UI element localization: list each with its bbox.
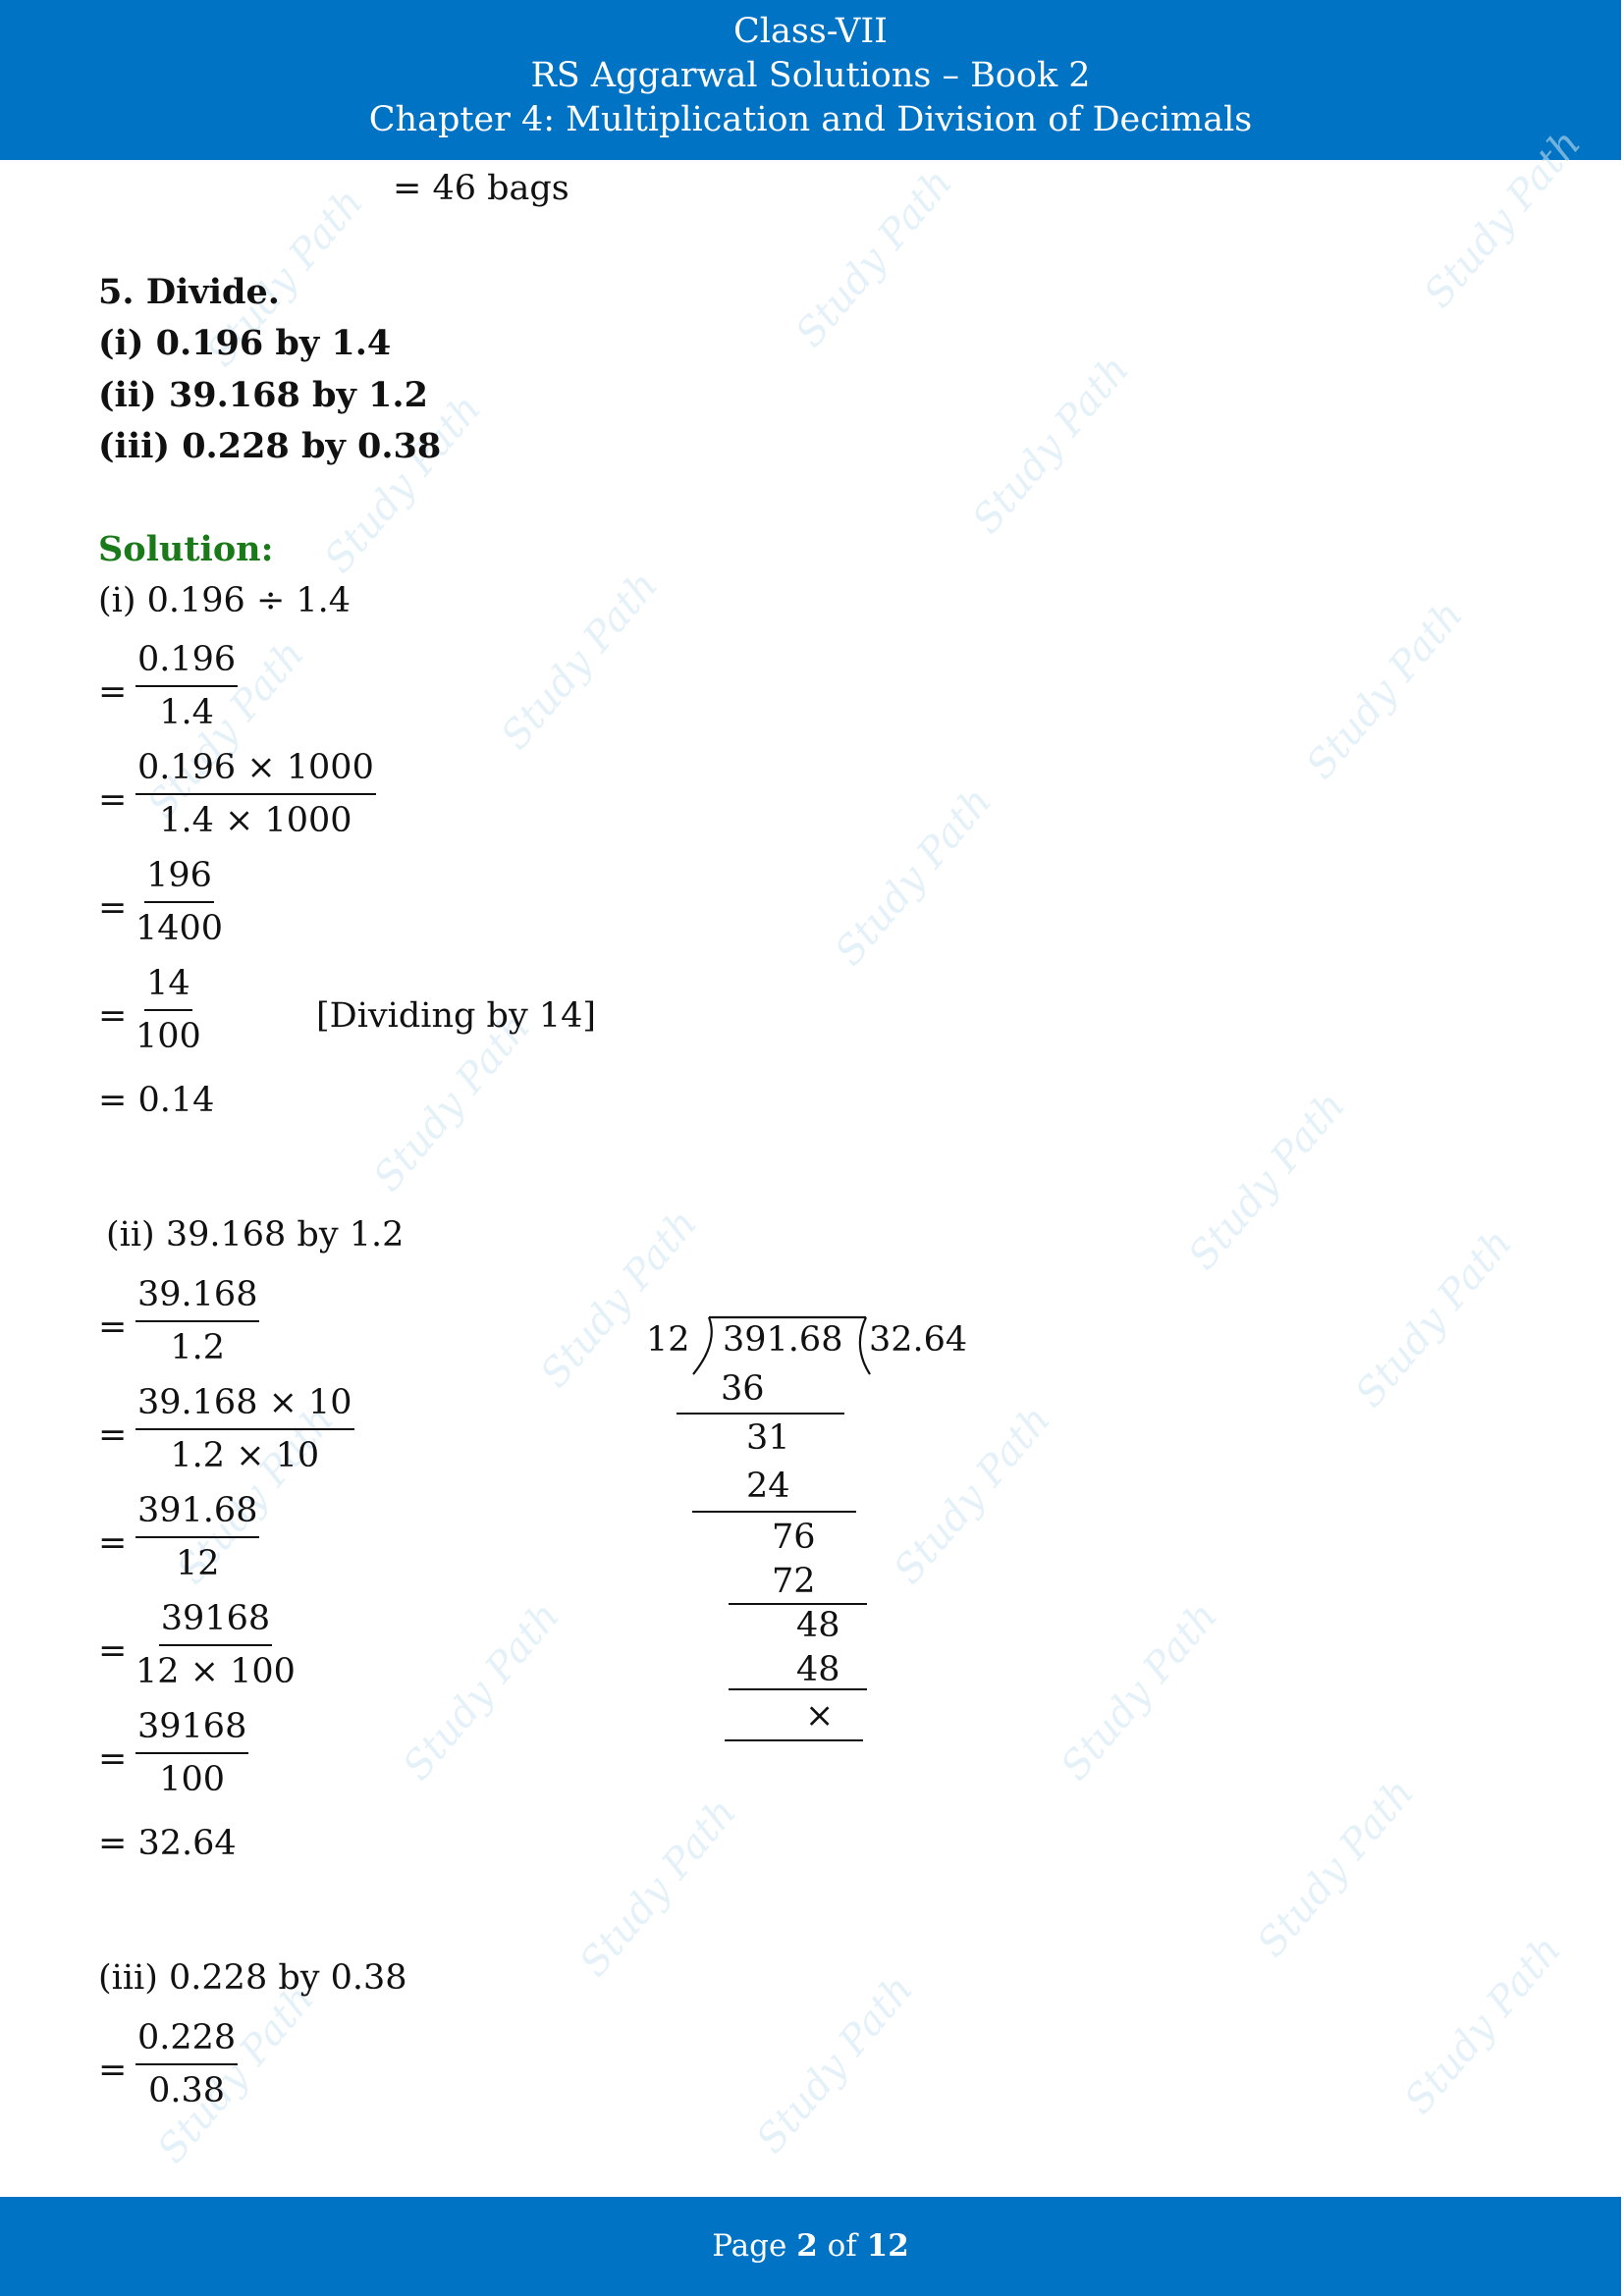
numerator: 14 — [144, 962, 192, 1011]
numerator: 0.228 — [135, 2016, 239, 2065]
long-division-dividend: 391.68 — [723, 1320, 843, 1360]
fraction: 39168 100 — [135, 1705, 249, 1801]
page-of-label: of — [817, 2228, 867, 2264]
header-class: Class-VII — [733, 12, 888, 51]
long-division-rule — [729, 1688, 867, 1690]
denominator: 100 — [135, 1017, 201, 1056]
solution-label: Solution: — [98, 529, 274, 569]
equals-sign: = — [98, 996, 128, 1036]
watermark: Study Path — [492, 562, 668, 759]
watermark: Study Path — [826, 778, 1001, 975]
part-iii-heading: (iii) 0.228 by 0.38 — [98, 1958, 407, 1998]
carryover-result: = 46 bags — [393, 169, 569, 208]
numerator: 0.196 × 1000 — [135, 746, 376, 795]
long-division-step: 24 — [746, 1467, 790, 1506]
question-part-i: (i) 0.196 by 1.4 — [98, 323, 392, 363]
step-note: [Dividing by 14] — [316, 996, 597, 1036]
long-division-rule — [729, 1603, 867, 1605]
watermark: Study Path — [1346, 1220, 1522, 1416]
denominator: 1400 — [135, 909, 224, 948]
watermark: Study Path — [394, 1593, 569, 1789]
watermark: Study Path — [1179, 1083, 1355, 1279]
header-book: RS Aggarwal Solutions – Book 2 — [530, 56, 1091, 95]
denominator: 12 — [175, 1544, 220, 1583]
numerator: 0.196 — [135, 638, 239, 687]
part-ii-result: = 32.64 — [98, 1824, 237, 1863]
page-header: Class-VII RS Aggarwal Solutions – Book 2… — [0, 0, 1621, 160]
current-page-number: 2 — [796, 2228, 818, 2264]
equals-sign: = — [98, 1739, 128, 1779]
numerator: 39.168 × 10 — [135, 1381, 354, 1430]
total-page-number: 12 — [866, 2228, 909, 2264]
equals-sign: = — [98, 1631, 128, 1671]
question-part-iii: (iii) 0.228 by 0.38 — [98, 426, 442, 466]
part-i-heading: (i) 0.196 ÷ 1.4 — [98, 581, 352, 620]
long-division-step: 48 — [796, 1650, 840, 1689]
fraction: 39168 12 × 100 — [135, 1597, 296, 1693]
watermark: Study Path — [531, 1201, 707, 1397]
long-division-quotient: 32.64 — [869, 1320, 968, 1360]
equals-sign: = — [98, 1308, 128, 1347]
long-division-bracket — [692, 1315, 871, 1375]
denominator: 1.2 × 10 — [170, 1436, 320, 1475]
question-part-ii: (ii) 39.168 by 1.2 — [98, 375, 428, 415]
numerator: 391.68 — [135, 1489, 260, 1538]
numerator: 39.168 — [135, 1273, 260, 1322]
fraction: 0.196 1.4 — [135, 638, 239, 734]
long-division-rule — [692, 1511, 856, 1513]
denominator: 1.2 — [170, 1328, 226, 1367]
long-division-rule — [725, 1739, 863, 1741]
equals-sign: = — [98, 888, 128, 928]
numerator: 39168 — [158, 1597, 273, 1646]
equals-sign: = — [98, 1415, 128, 1455]
equals-sign: = — [98, 780, 128, 820]
watermark: Study Path — [570, 1789, 746, 1986]
equals-sign: = — [98, 1523, 128, 1563]
watermark: Study Path — [1248, 1770, 1424, 1966]
fraction: 391.68 12 — [135, 1489, 260, 1585]
equals-sign: = — [98, 2051, 128, 2090]
denominator: 0.38 — [148, 2071, 226, 2110]
watermark: Study Path — [786, 160, 962, 356]
watermark: Study Path — [1395, 1927, 1571, 2123]
fraction: 39.168 × 10 1.2 × 10 — [135, 1381, 354, 1477]
fraction: 14 100 — [135, 962, 201, 1058]
watermark: Study Path — [1297, 592, 1473, 788]
denominator: 1.4 × 1000 — [159, 801, 352, 840]
watermark: Study Path — [963, 347, 1139, 543]
fraction: 196 1400 — [135, 854, 223, 950]
equals-sign: = — [98, 672, 128, 712]
long-division-step: 76 — [772, 1518, 816, 1557]
page-label: Page — [712, 2228, 797, 2264]
denominator: 1.4 — [159, 693, 214, 732]
long-division-remainder: × — [805, 1696, 835, 1735]
denominator: 100 — [159, 1760, 226, 1799]
fraction: 0.196 × 1000 1.4 × 1000 — [135, 746, 376, 842]
part-i-result: = 0.14 — [98, 1081, 215, 1120]
denominator: 12 × 100 — [135, 1652, 296, 1691]
numerator: 196 — [144, 854, 214, 903]
long-division-step: 31 — [746, 1418, 790, 1458]
question-title: 5. Divide. — [98, 272, 280, 312]
fraction: 0.228 0.38 — [135, 2016, 239, 2112]
header-chapter: Chapter 4: Multiplication and Division o… — [368, 100, 1253, 139]
numerator: 39168 — [135, 1705, 249, 1754]
fraction: 39.168 1.2 — [135, 1273, 260, 1369]
part-ii-heading: (ii) 39.168 by 1.2 — [106, 1215, 405, 1255]
long-division-rule — [677, 1413, 844, 1415]
long-division-step: 36 — [721, 1369, 765, 1409]
long-division-step: 48 — [796, 1606, 840, 1645]
watermark: Study Path — [885, 1397, 1060, 1593]
watermark: Study Path — [1052, 1593, 1227, 1789]
long-division-divisor: 12 — [646, 1320, 690, 1360]
long-division-step: 72 — [772, 1562, 816, 1601]
page-footer: Page 2 of 12 — [0, 2197, 1621, 2296]
watermark: Study Path — [747, 1966, 923, 2163]
